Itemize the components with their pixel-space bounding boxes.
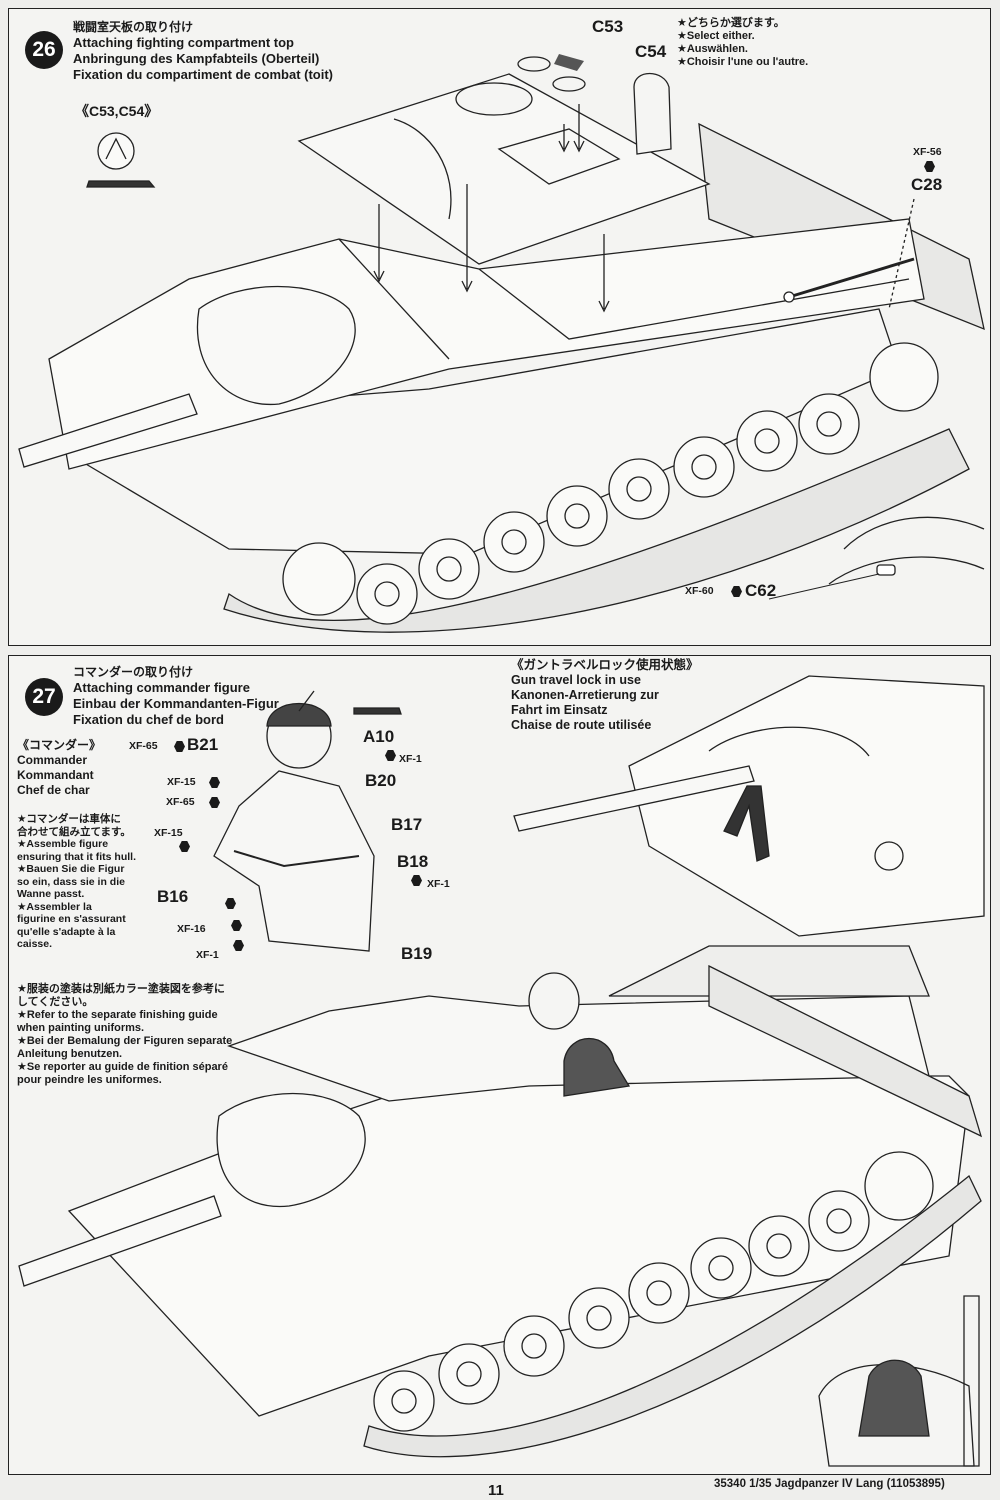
travel-lock-caption: 《ガントラベルロック使用状態》 Gun travel lock in use K… — [511, 658, 699, 732]
part-c53: C53 — [592, 17, 624, 36]
paint-hex-icon — [731, 586, 742, 597]
part-b19: B19 — [401, 944, 433, 963]
paint-hex-icon — [209, 777, 220, 788]
paint-xf65: XF-65 — [129, 740, 158, 752]
paint-uniforms-note: ★服装の塗装は別紙カラー塗装図を参考に してください。 ★Refer to th… — [17, 983, 233, 1086]
step-26-panel: 26 戦闘室天板の取り付け Attaching fighting compart… — [8, 8, 991, 646]
step-26-title: 戦闘室天板の取り付け Attaching fighting compartmen… — [73, 19, 333, 83]
paint-hex-icon — [385, 750, 396, 761]
part-b21: B21 — [187, 735, 219, 754]
part-b17: B17 — [391, 815, 423, 834]
part-b18: B18 — [397, 852, 429, 871]
paint-hex-icon — [174, 741, 185, 752]
part-a10: A10 — [363, 727, 395, 746]
paint-xf56: XF-56 — [913, 146, 942, 158]
title-en: Attaching fighting compartment top — [73, 35, 294, 50]
product-code: 35340 1/35 Jagdpanzer IV Lang (11053895) — [714, 1478, 945, 1490]
part-c28: C28 — [911, 175, 943, 194]
paint-hex-icon — [924, 161, 935, 172]
title-en: Attaching commander figure — [73, 680, 250, 695]
step-27-panel: 27 コマンダーの取り付け Attaching commander figure… — [8, 655, 991, 1475]
paint-hex-icon — [225, 898, 236, 909]
paint-xf60: XF-60 — [685, 585, 714, 597]
title-de: Einbau der Kommandanten-Figur — [73, 696, 279, 711]
step-27-illustration — [18, 675, 985, 1467]
commander-label: 《コマンダー》 Commander Kommandant Chef de cha… — [17, 738, 102, 797]
title-de: Anbringung des Kampfabteils (Oberteil) — [73, 51, 320, 66]
select-either-note: ★どちらか選びます。 ★Select either. ★Auswählen. ★… — [677, 17, 809, 68]
fit-hull-note: ★コマンダーは車体に 合わせて組み立てます。 ★Assemble figure … — [17, 813, 136, 950]
step-26-illustration — [18, 54, 985, 633]
paint-xf15: XF-15 — [167, 776, 196, 788]
paint-xf16: XF-16 — [177, 923, 206, 935]
step-number-badge: 26 — [25, 31, 63, 69]
detail-label: 《C53,C54》 — [75, 103, 159, 119]
paint-xf1: XF-1 — [427, 878, 450, 890]
title-fr: Fixation du chef de bord — [73, 712, 224, 727]
title-jp: コマンダーの取り付け — [73, 665, 194, 679]
paint-hex-icon — [209, 797, 220, 808]
paint-xf15: XF-15 — [154, 827, 183, 839]
title-jp: 戦闘室天板の取り付け — [73, 20, 194, 34]
step-27-title: コマンダーの取り付け Attaching commander figure Ei… — [73, 664, 279, 728]
page-number: 11 — [488, 1482, 504, 1499]
paint-hex-icon — [231, 920, 242, 931]
paint-xf65: XF-65 — [166, 796, 195, 808]
part-c54: C54 — [635, 42, 667, 61]
title-fr: Fixation du compartiment de combat (toit… — [73, 67, 334, 82]
step-number-badge: 27 — [25, 678, 63, 716]
part-c62: C62 — [745, 581, 777, 600]
part-b20: B20 — [365, 771, 397, 790]
part-b16: B16 — [157, 887, 189, 906]
paint-hex-icon — [179, 841, 190, 852]
paint-xf1: XF-1 — [196, 949, 219, 961]
paint-hex-icon — [411, 875, 422, 886]
paint-hex-icon — [233, 940, 244, 951]
paint-xf1: XF-1 — [399, 753, 422, 765]
